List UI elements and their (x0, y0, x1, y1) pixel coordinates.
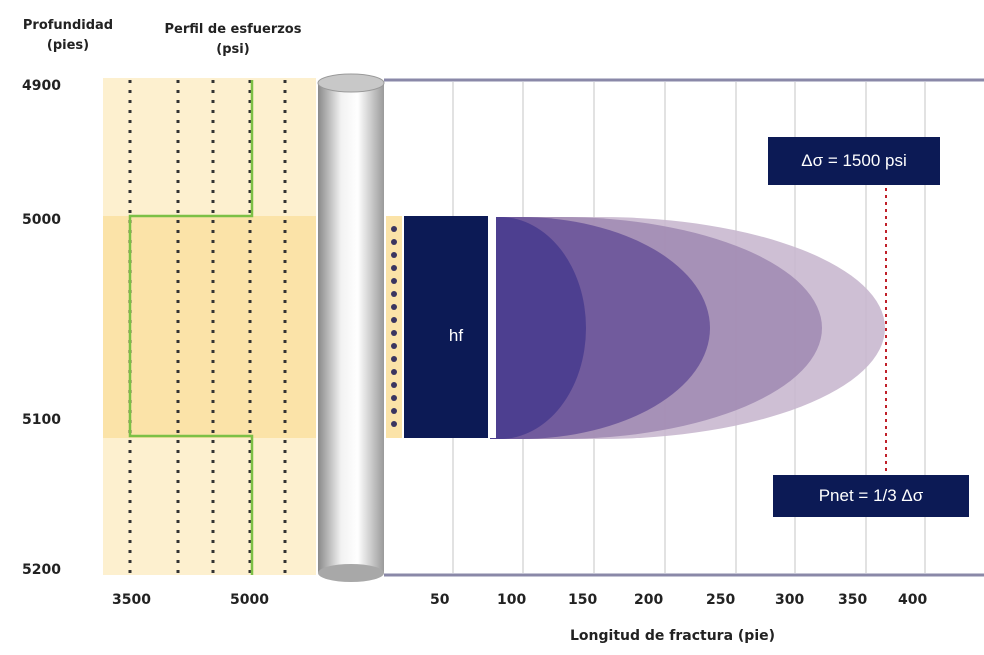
length-tick: 50 (430, 592, 450, 608)
wellbore-cylinder (317, 73, 385, 582)
length-tick: 200 (634, 592, 664, 608)
stress-background-pay-zone (103, 216, 316, 438)
x-axis-title: Longitud de fractura (pie) (570, 628, 776, 644)
pnet-label: Pnet = 1/3 Δσ (773, 475, 969, 517)
length-tick: 250 (706, 592, 736, 608)
depth-label: 5100 (22, 412, 61, 428)
length-tick: 150 (568, 592, 598, 608)
fracture-divider (488, 216, 496, 438)
length-tick: 100 (497, 592, 527, 608)
stress-gridlines (128, 80, 287, 575)
length-tick: 300 (775, 592, 805, 608)
depth-label: 5000 (22, 212, 61, 228)
stress-header-line1: Perfil de esfuerzos (164, 22, 302, 37)
perforation-strip (386, 216, 402, 438)
stress-tick: 3500 (112, 592, 151, 608)
stress-background-lower (103, 438, 316, 575)
fracture-ellipse-inner (490, 217, 586, 439)
stress-tick: 5000 (230, 592, 269, 608)
stress-header-line2: (psi) (216, 42, 250, 57)
depth-header-line1: Profundidad (22, 18, 114, 33)
stress-background-upper (103, 78, 316, 216)
stress-header: Perfil de esfuerzos (psi) (140, 20, 326, 60)
hf-label: hf (433, 320, 479, 352)
stress-profile-line (128, 80, 254, 575)
length-tick: 350 (838, 592, 868, 608)
depth-label: 5200 (22, 562, 61, 578)
fracture-growth-shapes (490, 217, 885, 439)
delta-sigma-label: Δσ = 1500 psi (768, 137, 940, 185)
length-tick: 400 (898, 592, 928, 608)
perforation-dots (391, 226, 397, 427)
depth-header-line2: (pies) (46, 38, 90, 53)
depth-label: 4900 (22, 78, 61, 94)
depth-header: Profundidad (pies) (8, 16, 128, 56)
